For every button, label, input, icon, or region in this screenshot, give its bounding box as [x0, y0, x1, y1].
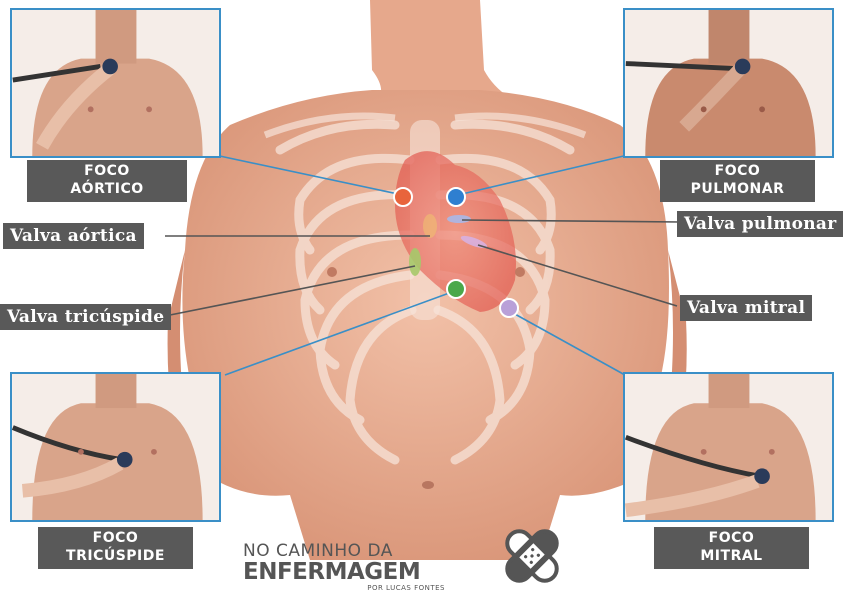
foco-mitral-dot [499, 298, 519, 318]
connector-mitral [512, 312, 626, 376]
connector-valva-tricuspide [164, 265, 416, 317]
label-valva-aortica: Valva aórtica [3, 223, 144, 249]
foco-pulmonar-dot [446, 187, 466, 207]
foco-aortico-dot [393, 187, 413, 207]
label-valva-tricuspide: Valva tricúspide [0, 304, 172, 330]
auscultation-photo-icon [12, 10, 219, 156]
brand-wordmark: NO CAMINHO DA ENFERMAGEM POR LUCAS FONTE… [243, 542, 453, 592]
label-valva-pulmonar: Valva pulmonar [677, 211, 844, 237]
connector-pulmonar [461, 154, 629, 195]
brand-main-text: ENFERMAGEM [243, 559, 421, 585]
bandage-logo-icon [505, 529, 559, 583]
neck [360, 0, 540, 110]
foco-tricuspide-dot [446, 279, 466, 299]
photo-foco-tricuspide [10, 372, 221, 522]
photo-foco-aortico [10, 8, 221, 158]
auscultation-photo-icon [12, 374, 219, 520]
aortic-valve-mark [423, 214, 437, 238]
auscultation-photo-icon [625, 10, 832, 156]
connector-aortico [214, 154, 399, 195]
label-valva-mitral: Valva mitral [680, 295, 813, 321]
tricuspid-valve-mark [409, 248, 421, 276]
brand-top-text: NO CAMINHO DA [243, 541, 393, 561]
heart [395, 151, 516, 312]
auscultation-photo-icon [625, 374, 832, 520]
photo-foco-pulmonar [623, 8, 834, 158]
connector-tricuspide [224, 291, 453, 376]
connector-valva-mitral [477, 244, 678, 307]
pulmonary-valve-mark [447, 215, 471, 223]
photo-foco-mitral [623, 372, 834, 522]
connector-valva-pulmonar [461, 219, 681, 223]
brand-sub-text: POR LUCAS FONTES [367, 584, 445, 592]
